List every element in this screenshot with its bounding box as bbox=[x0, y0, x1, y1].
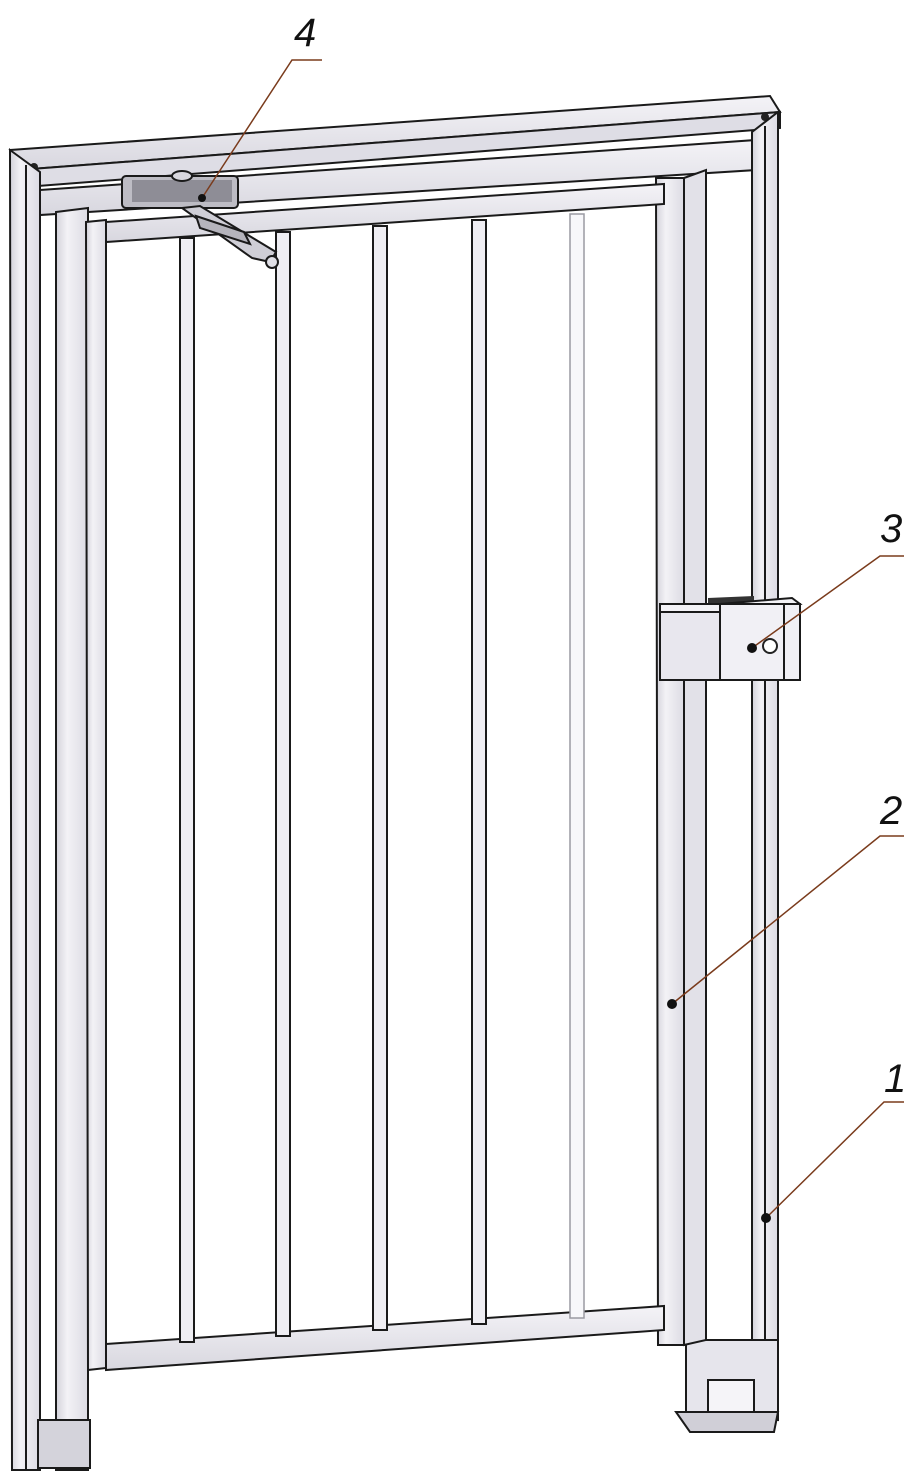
callout-label-4: 4 bbox=[294, 11, 316, 55]
infill-bar bbox=[569, 213, 585, 1319]
lock-keyhole-icon bbox=[762, 638, 778, 654]
left-inner-post bbox=[55, 206, 89, 1471]
callout-leaders bbox=[201, 59, 904, 1219]
right-base bbox=[674, 1339, 780, 1433]
leader-dot-3 bbox=[747, 643, 757, 653]
callout-label-1: 1 bbox=[884, 1057, 904, 1101]
rail-bolt-right bbox=[761, 113, 769, 121]
infill-bar bbox=[471, 219, 487, 1325]
callout-dots bbox=[198, 194, 771, 1223]
leader-dot-2 bbox=[667, 999, 677, 1009]
infill-bars bbox=[179, 213, 585, 1343]
infill-bar bbox=[372, 225, 388, 1331]
leader-2 bbox=[671, 835, 904, 1005]
callout-label-3: 3 bbox=[880, 507, 902, 551]
door-closer bbox=[121, 170, 279, 269]
left-foot-plate bbox=[37, 1419, 91, 1469]
leader-dot-4 bbox=[198, 194, 206, 202]
latch-stile-depth bbox=[683, 168, 707, 1347]
leader-4 bbox=[201, 59, 322, 199]
infill-bar bbox=[179, 237, 195, 1343]
outer-frame bbox=[8, 94, 782, 1471]
infill-bar bbox=[275, 231, 291, 1337]
lock-box bbox=[659, 596, 803, 681]
leader-1 bbox=[765, 1101, 904, 1219]
callout-label-2: 2 bbox=[879, 789, 902, 833]
leader-dot-1 bbox=[761, 1213, 771, 1223]
gate-leaf bbox=[84, 168, 707, 1372]
leader-3 bbox=[751, 555, 904, 649]
hinge-stile bbox=[84, 218, 107, 1372]
latch-stile bbox=[654, 177, 685, 1346]
gate-top-rail bbox=[105, 182, 665, 244]
